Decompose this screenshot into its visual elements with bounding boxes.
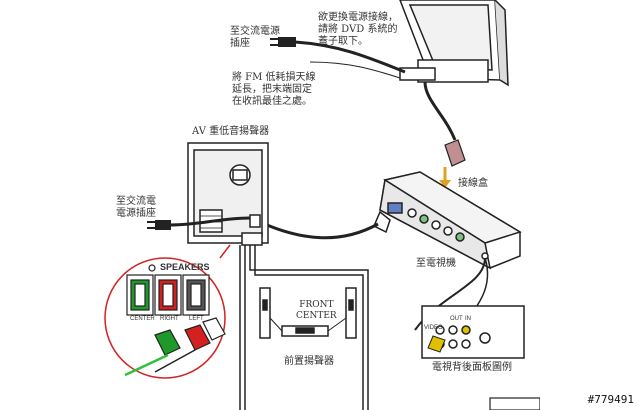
right-margin bbox=[540, 0, 640, 410]
left-terminal-label: LEFT bbox=[189, 316, 204, 322]
speaker-terminal-panel bbox=[126, 264, 210, 316]
junction-box bbox=[379, 171, 522, 270]
connection-diagram: 至交流電源插座 欲更換電源接線，請將 DVD 系統的蓋子取下。 將 FM 低耗損… bbox=[100, 0, 540, 410]
tv-in-label: IN bbox=[465, 316, 471, 322]
center-speaker bbox=[281, 325, 329, 337]
ac-outlet-left-label: 至交流電電源插座 bbox=[116, 196, 156, 219]
power-cable-left bbox=[169, 216, 251, 227]
left-margin bbox=[0, 0, 100, 410]
front-speaker-right bbox=[345, 287, 357, 339]
speakers-panel-label: SPEAKERS bbox=[160, 262, 210, 272]
dvd-system-unit bbox=[399, 0, 509, 87]
speaker-wire bbox=[249, 245, 369, 410]
subwoofer-to-junction-cable bbox=[259, 220, 379, 240]
ac-outlet-top-label: 至交流電源插座 bbox=[230, 26, 280, 49]
fm-antenna-wire bbox=[309, 61, 401, 79]
to-tv-label: 至電視機 bbox=[416, 258, 456, 269]
junction-plug-small bbox=[444, 139, 466, 167]
rca-plug-icon bbox=[427, 335, 446, 353]
speaker-terminal-icon bbox=[154, 317, 226, 356]
front-speakers-label: 前置揚聲器 bbox=[284, 356, 334, 367]
replace-cable-note: 欲更換電源接線，請將 DVD 系統的蓋子取下。 bbox=[318, 12, 398, 47]
green-speaker-wire bbox=[124, 353, 169, 377]
subwoofer-label: AV 重低音揚聲器 bbox=[192, 126, 270, 137]
unit-to-junction-cable bbox=[423, 81, 457, 141]
power-plug-left-icon bbox=[147, 220, 171, 230]
av-subwoofer bbox=[187, 142, 269, 246]
front-speaker-left bbox=[259, 287, 271, 339]
junction-box-label: 接線盒 bbox=[458, 178, 488, 189]
tv-out-label: OUT bbox=[450, 316, 463, 322]
tv-back-panel-label: 電視背後面板圖例 bbox=[432, 362, 512, 373]
fm-antenna-note: 將 FM 低耗損天線延長，把末端固定在收訊最佳之處。 bbox=[232, 72, 316, 107]
center-terminal-label: CENTER bbox=[130, 316, 155, 322]
right-terminal-label: RIGHT bbox=[160, 316, 179, 322]
diagram-drawing bbox=[104, 0, 540, 410]
power-cable-top bbox=[294, 40, 406, 74]
watermark: #779491 bbox=[587, 393, 634, 406]
scart-plug bbox=[373, 210, 391, 234]
tv-video-label: VIDEO bbox=[424, 325, 443, 331]
power-plug-icon bbox=[270, 37, 296, 47]
